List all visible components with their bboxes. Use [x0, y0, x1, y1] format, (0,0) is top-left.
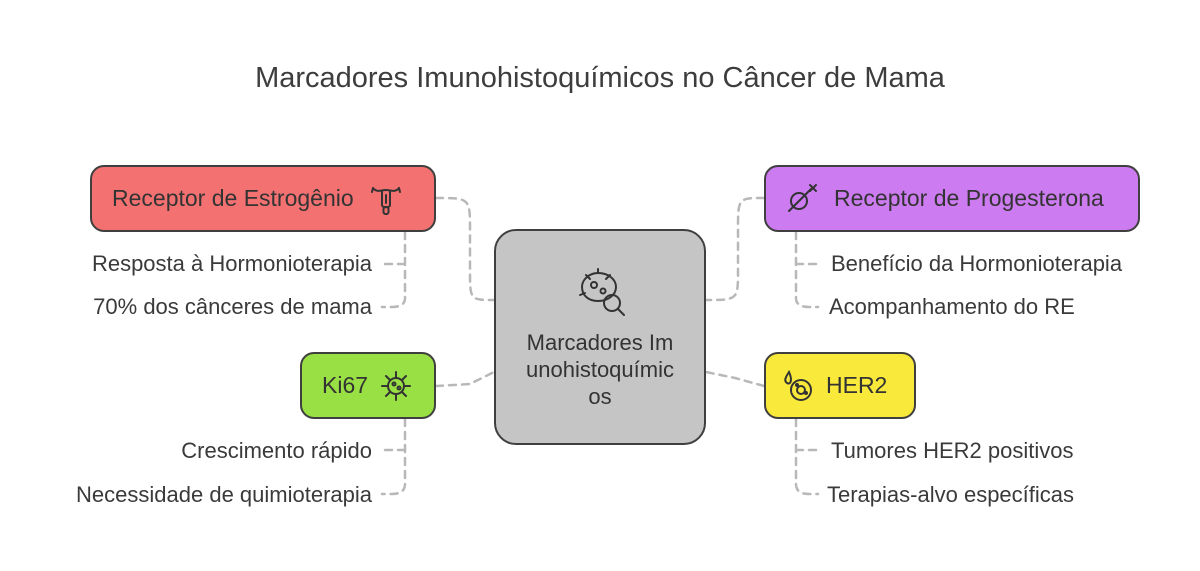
- node-her2[interactable]: HER2: [764, 352, 916, 419]
- ki-item-1: Crescimento rápido: [181, 438, 372, 463]
- pr-item-2: Acompanhamento do RE: [829, 294, 1075, 319]
- cell-drop-icon: [780, 368, 816, 404]
- connector-ki-items: [380, 417, 407, 496]
- er-item-2: 70% dos cânceres de mama: [93, 294, 372, 319]
- node-label: Ki67: [322, 372, 369, 398]
- connector-ki: [434, 370, 496, 388]
- connector-her: [704, 370, 766, 388]
- microbe-search-icon: [572, 265, 628, 321]
- ki-item-2: Necessidade de quimioterapia: [76, 482, 372, 507]
- connector-er: [434, 196, 496, 302]
- node-receptor-estrogenio[interactable]: Receptor de Estrogênio: [90, 165, 436, 232]
- connector-her-items: [794, 417, 820, 496]
- node-label: Receptor de Estrogênio: [112, 185, 354, 211]
- virus-icon: [378, 368, 414, 404]
- node-receptor-progesterona[interactable]: Receptor de Progesterona: [764, 165, 1140, 232]
- connector-er-items: [380, 230, 407, 309]
- connector-pr: [704, 196, 766, 302]
- her-item-2: Terapias-alvo específicas: [827, 482, 1075, 507]
- node-center[interactable]: Marcadores Imunohistoquímicos: [494, 229, 706, 445]
- diagram-title: Marcadores Imunohistoquímicos no Câncer …: [255, 62, 945, 94]
- pr-item-1: Benefício da Hormonioterapia: [831, 251, 1123, 276]
- er-item-1: Resposta à Hormonioterapia: [91, 251, 372, 276]
- node-label: HER2: [826, 372, 888, 398]
- female-symbol-crossed-icon: [784, 181, 820, 217]
- center-label: Marcadores Imunohistoquímicos: [526, 329, 674, 409]
- node-label: Receptor de Progesterona: [834, 185, 1104, 211]
- uterus-icon: [368, 181, 404, 217]
- connector-pr-items: [794, 230, 820, 309]
- node-ki67[interactable]: Ki67: [300, 352, 436, 419]
- her-item-1: Tumores HER2 positivos: [831, 438, 1074, 463]
